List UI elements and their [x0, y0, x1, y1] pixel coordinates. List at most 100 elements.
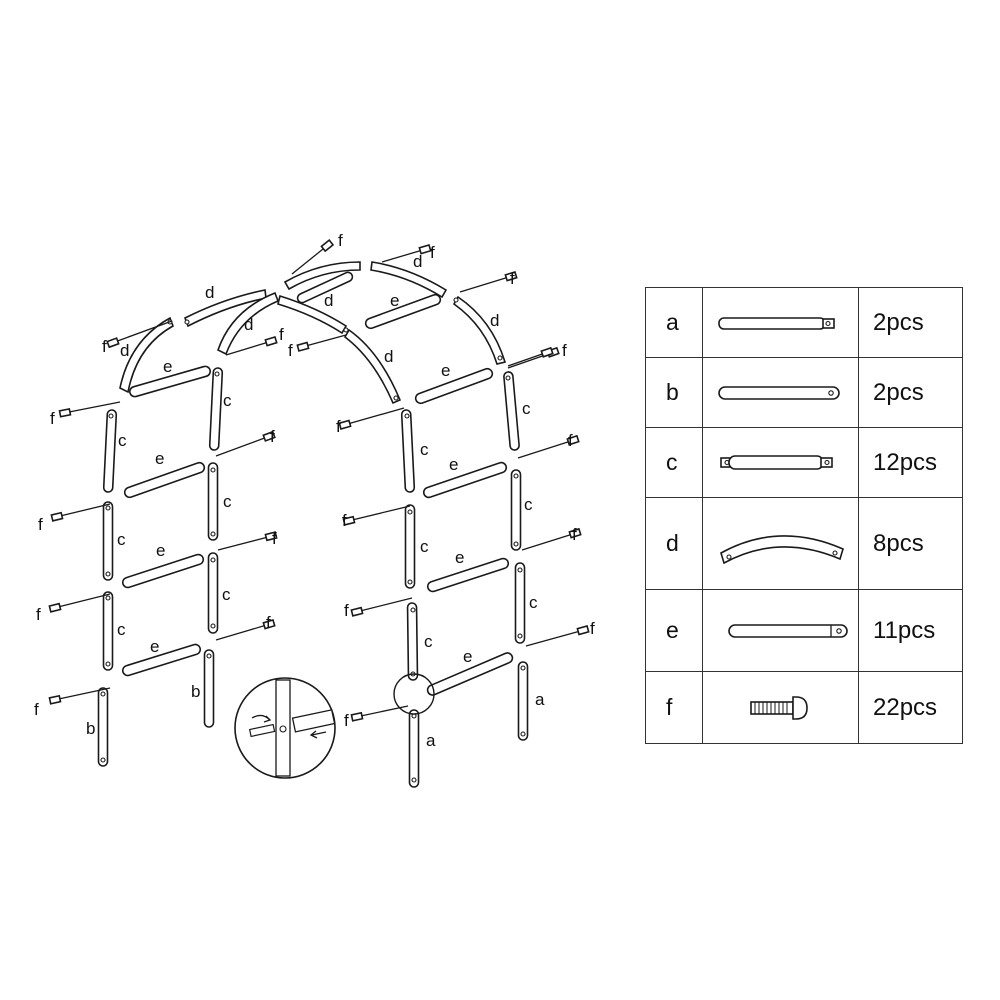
detail-hole — [279, 725, 287, 733]
part-label-d: d — [244, 315, 253, 334]
part-label-c: c — [117, 530, 126, 549]
tube-hole — [520, 665, 526, 671]
bolt-lead-line — [217, 535, 273, 551]
bolt-f-15 — [338, 419, 352, 430]
tube-e-right-4 — [414, 367, 494, 405]
tube-hole — [343, 327, 349, 333]
part-quantity: 2pcs — [858, 357, 963, 428]
bolt-lead-line — [355, 597, 413, 613]
part-label-f: f — [270, 427, 275, 446]
tube-c-right-inner-3 — [503, 371, 520, 451]
tube-e-top-right — [364, 293, 442, 330]
bolt-lead-line — [63, 401, 121, 414]
tube-hole — [105, 595, 111, 601]
bolt-lead-line — [111, 320, 173, 344]
bolt-f-18 — [350, 711, 364, 722]
tube-hole — [407, 509, 413, 515]
detail-cross-tube — [291, 709, 336, 733]
part-label-f: f — [336, 417, 341, 436]
part-label-c: c — [223, 492, 232, 511]
part-label-c: c — [118, 431, 127, 450]
part-label-f: f — [272, 529, 277, 548]
tube-hole — [108, 413, 114, 419]
tube-d-right-3 — [277, 294, 348, 335]
bolt-lead-line — [215, 435, 271, 457]
part-label-e: e — [150, 637, 159, 656]
tube-b-left-inner — [203, 649, 215, 728]
bolt-lead-line — [53, 593, 111, 609]
part-quantity: 22pcs — [858, 671, 963, 744]
tube-hole — [210, 467, 216, 473]
part-label-f: f — [590, 619, 595, 638]
parts-row-c: c 12pcs — [645, 427, 963, 498]
part-label-f: f — [36, 605, 41, 624]
part-label-a: a — [535, 690, 545, 709]
part-quantity: 11pcs — [858, 589, 963, 672]
bolt-f-13 — [504, 270, 518, 282]
tube-e-left-3 — [123, 461, 206, 499]
part-label-f: f — [38, 515, 43, 534]
detail-bolt — [248, 723, 276, 738]
bolt-f-9 — [264, 531, 278, 542]
tube-hole — [513, 473, 519, 479]
detail-arrow-head — [309, 730, 318, 739]
bolt-f-11 — [264, 335, 278, 347]
bolt-f-12 — [296, 341, 310, 352]
tube-hole — [210, 531, 216, 537]
bolt-lead-line — [53, 687, 111, 701]
part-label-e: e — [455, 548, 464, 567]
tube-hole — [453, 297, 459, 303]
part-letter: a — [645, 287, 703, 358]
tube-a-right-inner — [517, 661, 529, 741]
part-label-f: f — [279, 325, 284, 344]
bolt-lead-line — [225, 340, 273, 356]
bolt-f-3 — [48, 602, 62, 613]
tube-hole — [184, 319, 190, 325]
bolt-f-20 — [568, 527, 582, 539]
tube-hole — [206, 653, 212, 659]
tube-hole — [210, 557, 216, 563]
part-label-d: d — [120, 341, 129, 360]
bolt-lead-line — [291, 244, 329, 275]
part-label-e: e — [155, 449, 164, 468]
tube-hole — [517, 633, 523, 639]
tube-c-right-outer-3 — [400, 409, 416, 493]
bolt-lead-line — [301, 334, 347, 348]
part-label-d: d — [205, 283, 214, 302]
bolt-lead-line — [521, 532, 577, 551]
bolt-f-5 — [106, 337, 120, 349]
tube-e-right-3 — [422, 461, 508, 499]
tube-c-right-outer-1 — [406, 602, 419, 681]
parts-row-e: e 11pcs — [645, 589, 963, 672]
bolt-f-22 — [540, 346, 554, 358]
part-label-f: f — [102, 337, 107, 356]
tube-c-left-inner-1 — [207, 552, 219, 634]
part-quantity: 2pcs — [858, 287, 963, 358]
part-label-e: e — [156, 541, 165, 560]
tube-b-left-outer — [97, 687, 109, 767]
detail-arrow-line — [311, 731, 327, 736]
tube-hole — [393, 395, 399, 401]
part-label-f: f — [344, 601, 349, 620]
part-label-f: f — [562, 341, 567, 360]
tube-e-right-1 — [426, 652, 514, 696]
tube-hole — [100, 691, 106, 697]
tube-c-left-outer-1 — [102, 591, 114, 671]
tube-c-left-inner-3 — [208, 367, 224, 451]
tube-e-left-1 — [121, 643, 202, 677]
part-label-e: e — [390, 291, 399, 310]
part-label-f: f — [34, 700, 39, 719]
tube-d-right-4 — [370, 261, 448, 299]
tube-c-right-inner-2 — [510, 469, 522, 551]
part-label-c: c — [524, 495, 533, 514]
part-label-e: e — [163, 357, 172, 376]
part-label-f: f — [266, 613, 271, 632]
tube-hole — [407, 579, 413, 585]
bolt-lead-line — [525, 629, 585, 647]
tube-hole — [520, 731, 526, 737]
bolt-f-21 — [576, 625, 590, 636]
parts-row-b: b 2pcs — [645, 357, 963, 428]
tube-hole — [210, 623, 216, 629]
bolt-f-1 — [58, 407, 72, 418]
bolt-f-6 — [320, 239, 335, 253]
